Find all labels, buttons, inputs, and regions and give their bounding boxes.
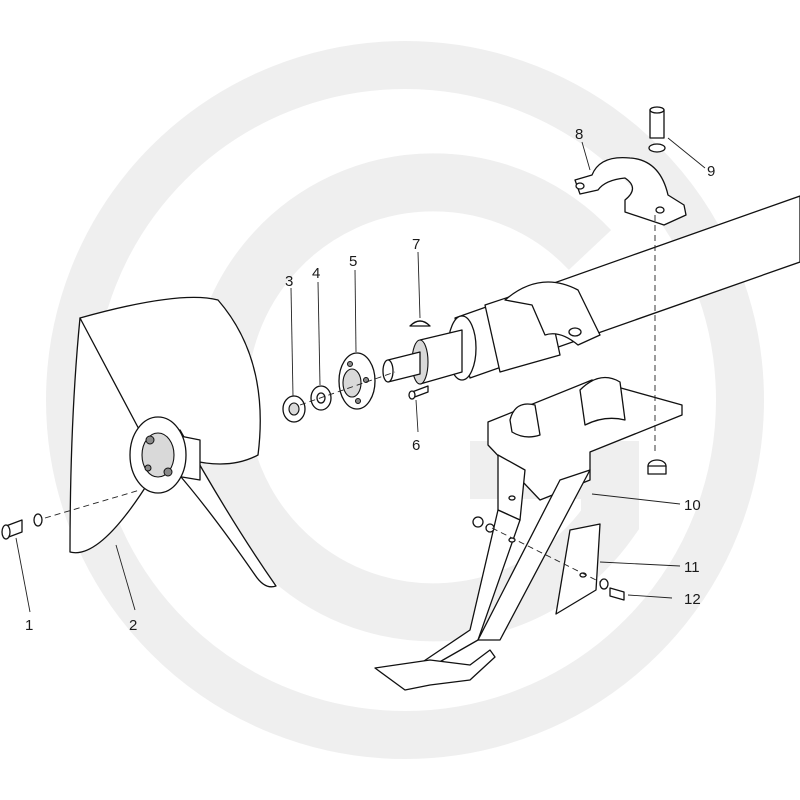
- small-bolt: [408, 385, 429, 400]
- callout-2: 2: [129, 617, 137, 634]
- stand-nut: [472, 516, 495, 533]
- end-bolt: [1, 513, 43, 540]
- assembly-axes: [44, 215, 656, 583]
- callout-8: 8: [575, 126, 583, 143]
- callout-7: 7: [412, 236, 420, 253]
- plate-bolt: [599, 578, 625, 601]
- callout-5: 5: [349, 253, 357, 270]
- flange-hub: [338, 352, 376, 410]
- clamp-half: [574, 156, 687, 226]
- leader-lines: [15, 137, 706, 613]
- callout-3: 3: [285, 273, 293, 290]
- shaft-stub: [382, 329, 463, 385]
- callout-9: 9: [707, 163, 715, 180]
- saddle-nut: [647, 459, 667, 475]
- clamp-bolt: [648, 106, 666, 153]
- callout-4: 4: [312, 265, 320, 282]
- lock-nut: [282, 395, 306, 423]
- callout-10: 10: [684, 497, 701, 514]
- support-stand: [374, 376, 683, 691]
- callout-labels: 1 2 3 4 5 6 7 8 9 10 11 12: [25, 126, 715, 634]
- tube-collar: [484, 281, 601, 373]
- key: [409, 320, 431, 327]
- callout-11: 11: [684, 559, 700, 576]
- callout-6: 6: [412, 437, 420, 454]
- auger-flight: [69, 296, 277, 588]
- callout-1: 1: [25, 617, 33, 634]
- callout-12: 12: [684, 591, 701, 608]
